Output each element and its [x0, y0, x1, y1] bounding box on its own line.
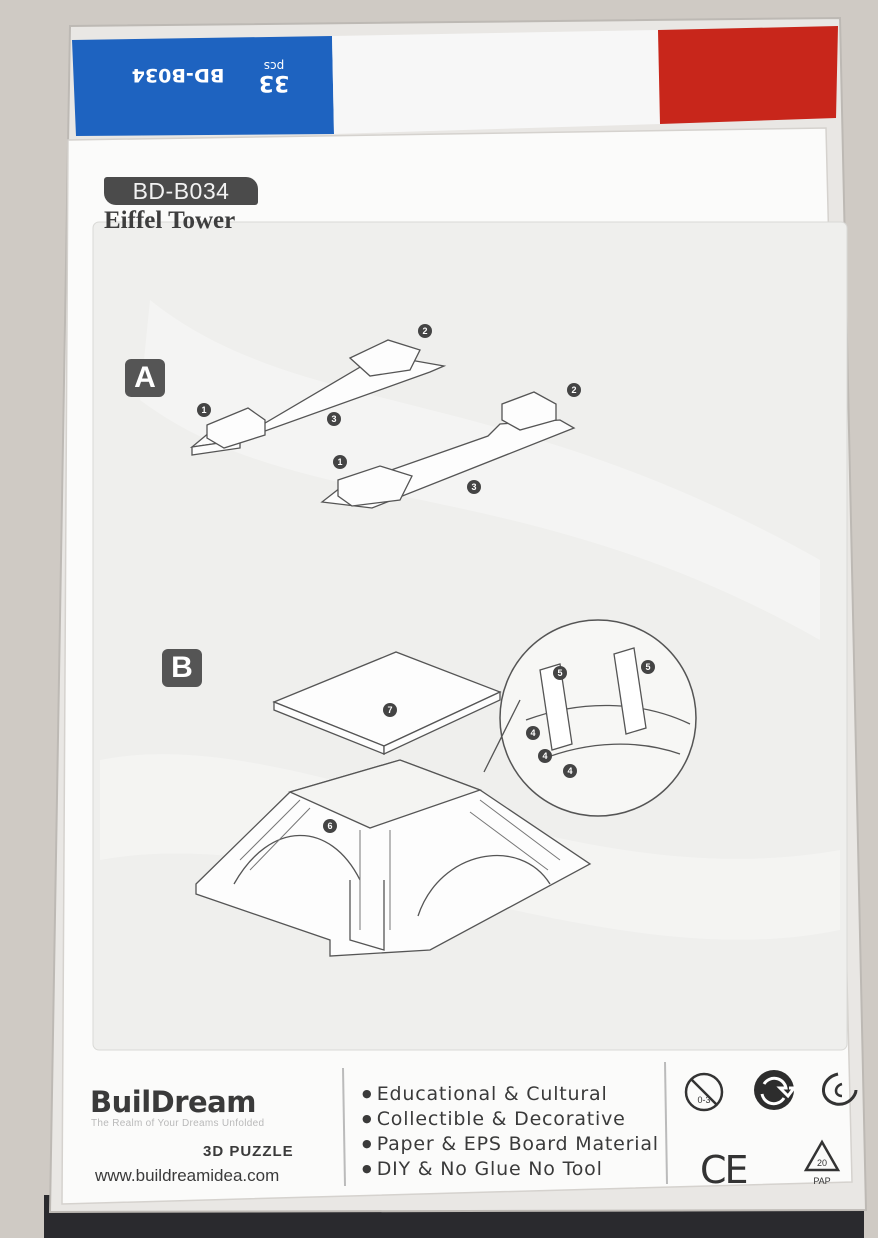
brand-tagline: The Realm of Your Dreams Unfolded — [91, 1118, 265, 1129]
callout-2 — [567, 383, 581, 397]
tower-leg — [349, 880, 385, 951]
callout-text: 3 — [331, 414, 336, 424]
footer-divider — [664, 1061, 668, 1185]
recycle-swirl-icon — [822, 1072, 858, 1106]
piece-block — [348, 339, 421, 377]
bag-glare — [140, 300, 820, 640]
piece-block — [501, 391, 557, 431]
piece-count-number: 33 — [258, 70, 290, 95]
product-category: 3D PUZZLE — [203, 1143, 294, 1160]
pap-recycle-icon: 20 PAP — [803, 1139, 841, 1186]
callout-text: 6 — [327, 821, 332, 831]
step-a-diagram — [189, 339, 576, 509]
callout-5 — [641, 660, 655, 674]
callout-markers: 1 2 3 1 2 3 7 6 5 5 4 4 4 — [197, 324, 655, 833]
callout-2 — [418, 324, 432, 338]
callout-5 — [553, 666, 567, 680]
callout-text: 2 — [422, 326, 427, 336]
callout-4 — [538, 749, 552, 763]
callout-3 — [467, 480, 481, 494]
flag-stripe — [72, 26, 838, 136]
recycle-arrows-icon — [754, 1070, 797, 1110]
recycle-code: 20 — [817, 1158, 827, 1168]
piece-block — [206, 407, 266, 449]
piece-block — [337, 465, 413, 507]
callout-text: 2 — [571, 385, 576, 395]
callout-text: 5 — [557, 668, 562, 678]
tower-arch — [417, 854, 551, 917]
ce-mark-icon: CE — [700, 1148, 749, 1192]
brand-logo: BuilDream — [90, 1085, 256, 1119]
callout-1 — [197, 403, 211, 417]
flag-blue — [72, 36, 334, 136]
step-b-badge: B — [162, 649, 202, 687]
callout-text: 4 — [530, 728, 535, 738]
callout-text: 4 — [567, 766, 572, 776]
tower-arch — [233, 834, 361, 885]
lattice — [239, 799, 561, 930]
callout-text: 1 — [337, 457, 342, 467]
tower-top-frame — [288, 759, 482, 829]
footer-divider — [342, 1067, 346, 1187]
spine-piece-count: 33 pcs — [252, 58, 296, 95]
feature-item: Collectible & Decorative — [362, 1108, 626, 1130]
feature-item: Educational & Cultural — [362, 1083, 608, 1105]
flag-white — [332, 30, 660, 134]
callout-7 — [383, 703, 397, 717]
recycle-label: PAP — [813, 1176, 830, 1186]
age-warning-icon: 0-3 — [684, 1072, 724, 1112]
step-a-badge: A — [125, 359, 165, 397]
model-code-badge: BD-B034 — [104, 177, 258, 205]
callout-4 — [526, 726, 540, 740]
spine-model-code: BD-B034 — [131, 64, 225, 86]
feature-item: DIY & No Glue No Tool — [362, 1158, 603, 1180]
callout-text: 7 — [387, 705, 392, 715]
flag-red — [658, 26, 838, 124]
callout-text: 1 — [201, 405, 206, 415]
deck-edge — [383, 690, 501, 756]
callout-6 — [323, 819, 337, 833]
callout-3 — [327, 412, 341, 426]
callout-text: 3 — [471, 482, 476, 492]
feature-item: Paper & EPS Board Material — [362, 1133, 659, 1155]
callout-text: 4 — [542, 751, 547, 761]
callout-4 — [563, 764, 577, 778]
callout-1 — [333, 455, 347, 469]
callout-text: 5 — [645, 662, 650, 672]
website-url: www.buildreamidea.com — [95, 1166, 280, 1185]
age-warning-label: 0-3 — [697, 1095, 710, 1105]
product-title: Eiffel Tower — [104, 207, 236, 234]
